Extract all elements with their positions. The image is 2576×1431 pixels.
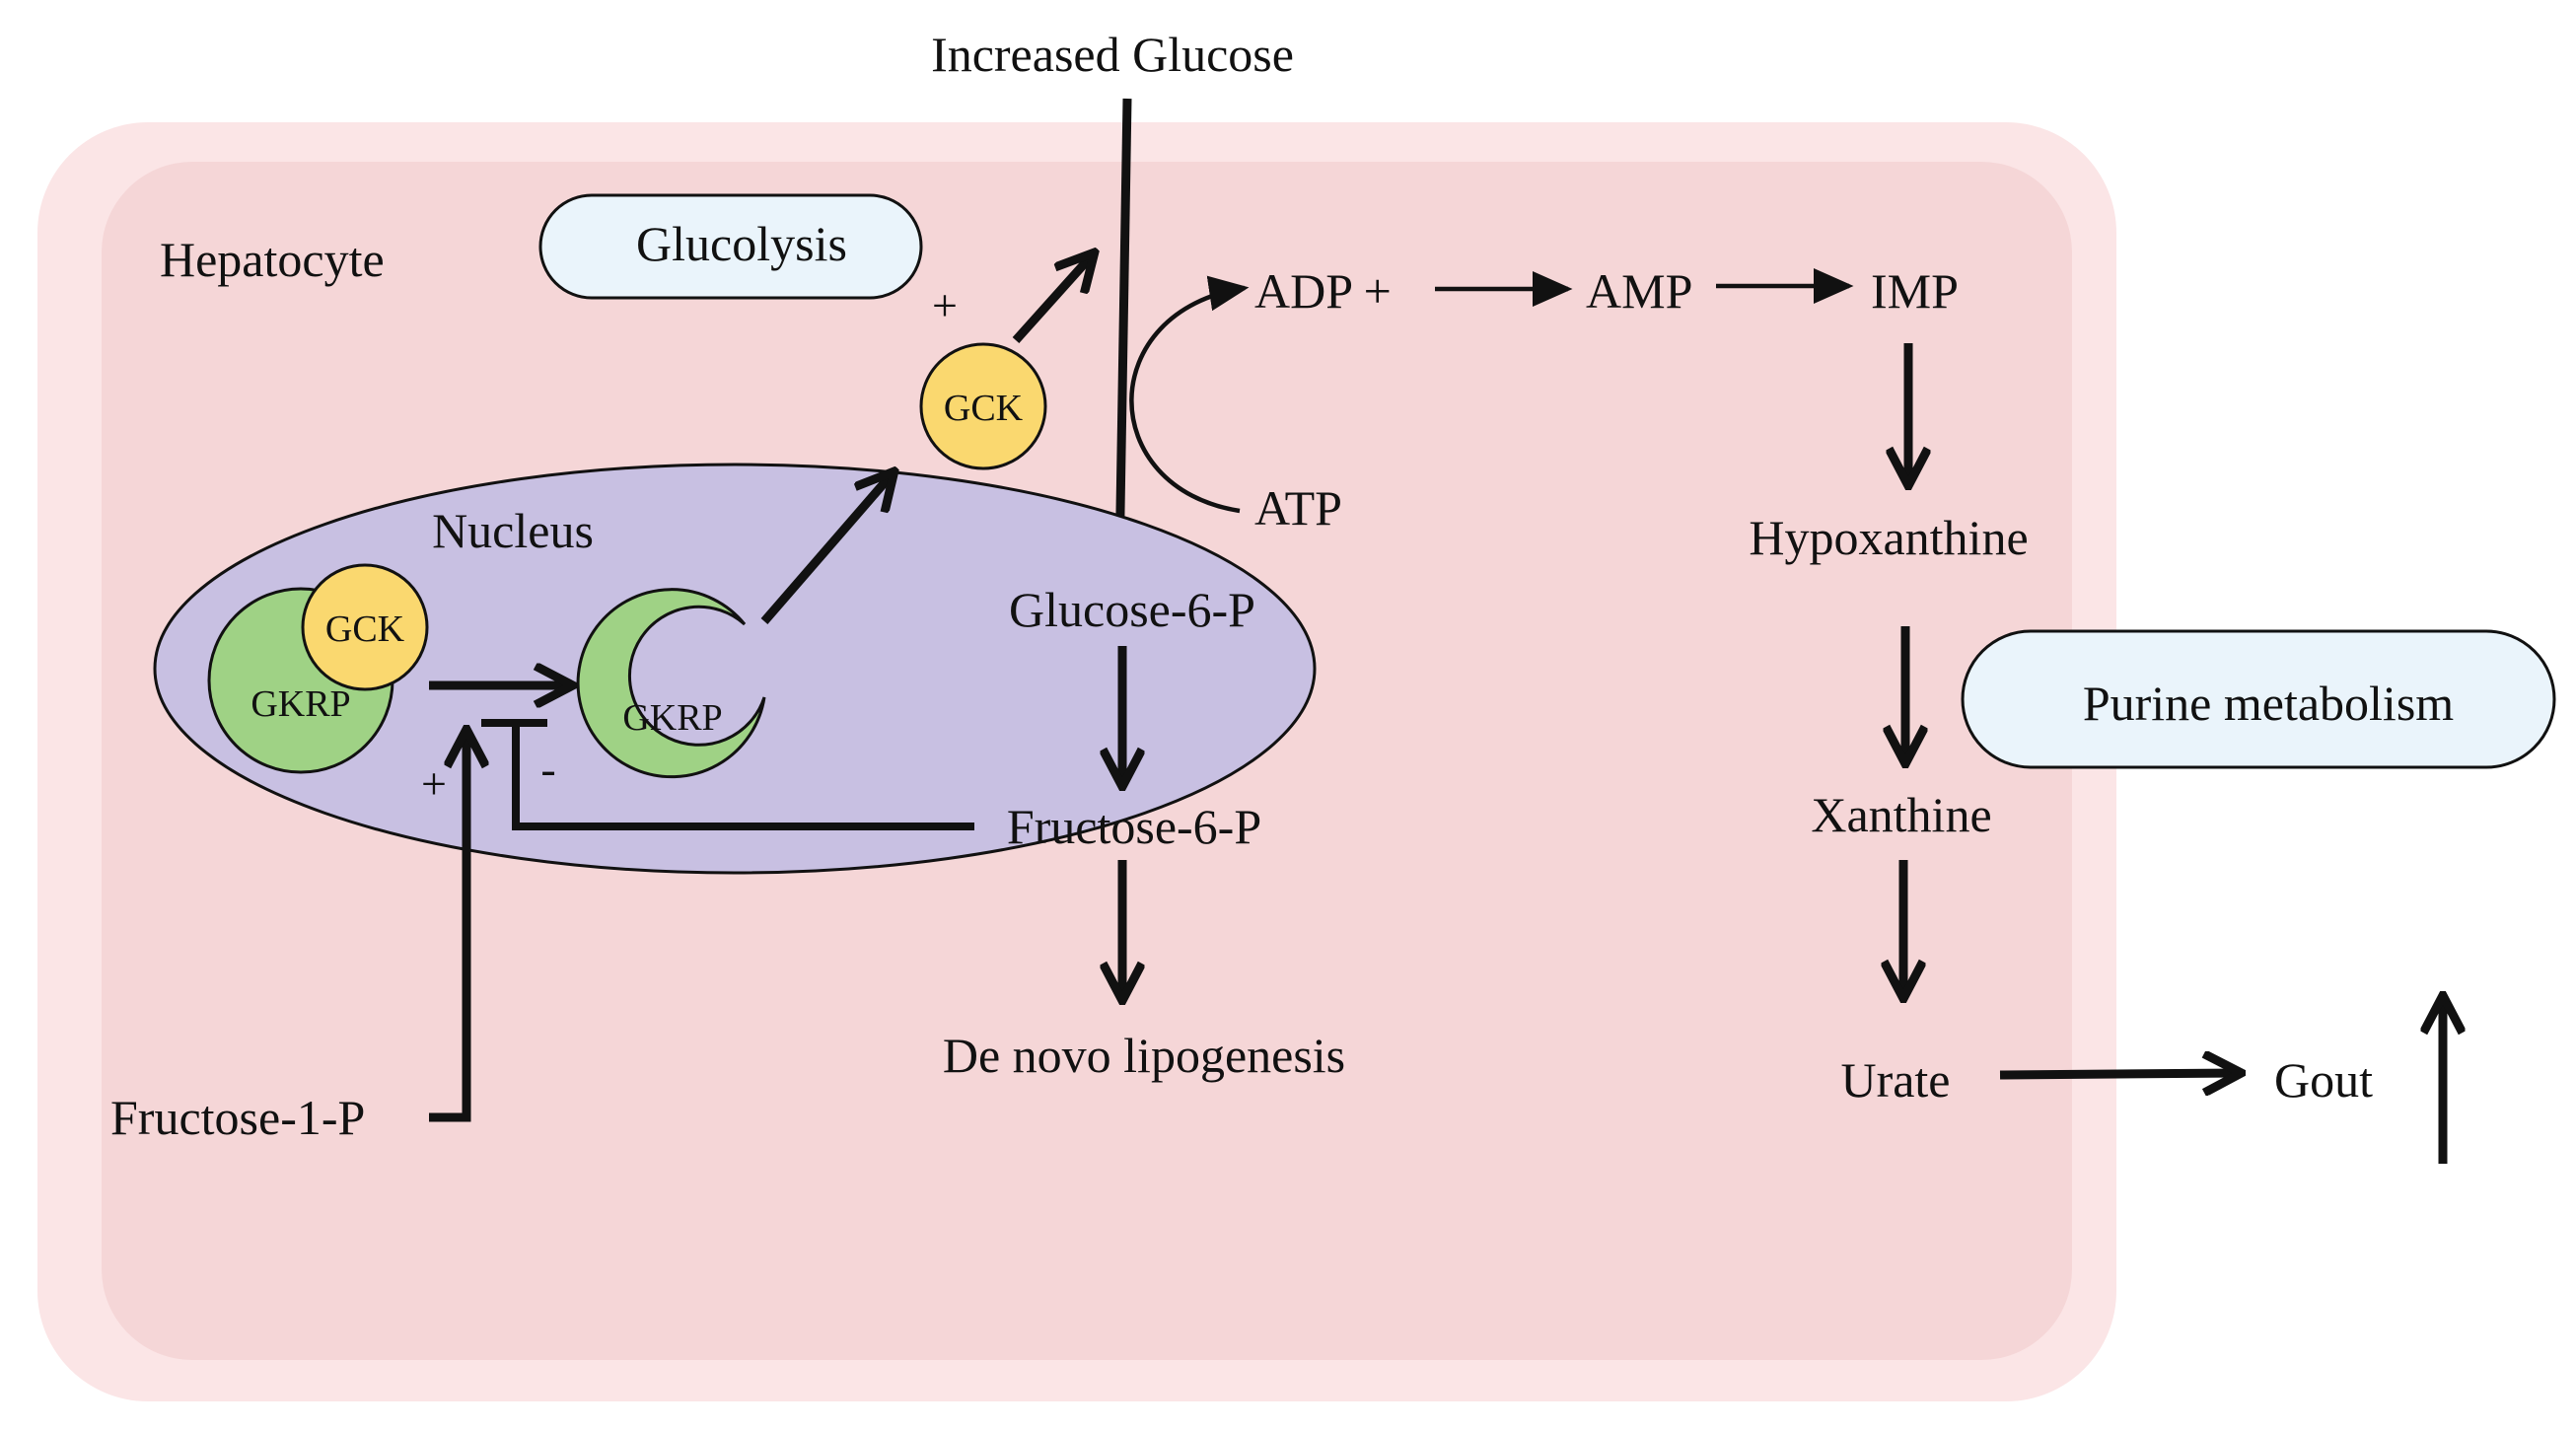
gck-to-glucose-arrow [1012,254,1093,344]
urate-label: Urate [1840,1052,1950,1108]
gck-free-label: GCK [944,388,1024,429]
gout-label: Gout [2274,1052,2373,1108]
gkrp-free-label: GKRP [622,697,722,739]
fructose-6-p-label: Fructose-6-P [1007,799,1261,854]
de-novo-lipogenesis-label: De novo lipogenesis [943,1028,1345,1083]
urate-to-gout-arrow [1999,1073,2239,1075]
f1p-activation-arrow [429,732,466,1122]
xanthine-label: Xanthine [1811,787,1991,842]
hepatocyte-label: Hepatocyte [160,232,385,287]
fructose-1-p-label: Fructose-1-P [110,1090,365,1145]
atp-label: ATP [1254,480,1342,536]
hypoxanthine-label: Hypoxanthine [1749,510,2028,565]
f1p-activation-plus: + [421,758,447,809]
increased-glucose-label: Increased Glucose [931,27,1294,82]
gkrp-bound-label: GKRP [250,683,350,725]
f6p-inhibition-line [512,725,974,830]
gck-bound [301,563,429,691]
imp-label: IMP [1871,263,1959,319]
glycolysis-label: Glucolysis [636,216,847,271]
glucose-6-p-label: Glucose-6-P [1009,582,1255,637]
glucose-to-g6p-arrow [1119,98,1127,570]
glycolysis-pill [538,193,923,300]
adp-label: ADP + [1254,263,1392,319]
atp-to-adp-arrow [1129,275,1250,514]
gkrp-free [576,588,766,779]
amp-label: AMP [1586,263,1692,319]
purine-metabolism-label: Purine metabolism [2083,676,2454,731]
purine-metabolism-pill [1961,629,2556,769]
gck-free [919,342,1047,470]
gck-bound-label: GCK [325,608,405,650]
f6p-inhibition-minus: - [540,744,555,794]
gck-export-arrow [760,473,893,624]
nucleus [153,463,1317,875]
nucleus-label: Nucleus [432,503,594,558]
gck-activation-plus: + [932,280,958,330]
